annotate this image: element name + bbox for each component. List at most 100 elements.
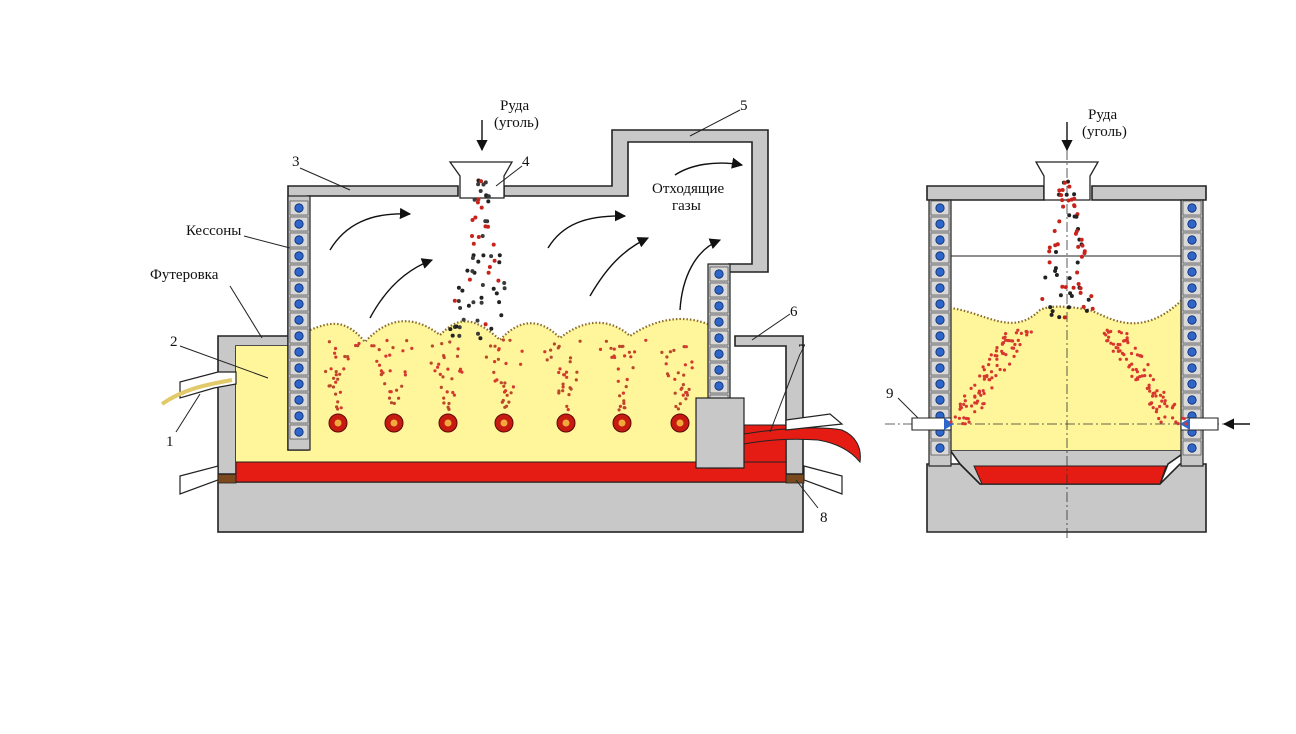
particle [1072,196,1077,201]
particle [1162,390,1166,394]
particle [483,322,488,327]
particle [1081,304,1086,309]
particle [485,219,490,224]
particle [472,197,477,202]
right-furnace [885,122,1250,540]
particle [1071,285,1076,290]
particle [665,355,669,359]
particle [995,363,999,368]
particle [520,349,524,353]
particle [994,349,999,353]
tuyere-core [618,419,626,427]
gas-arrow-2 [369,258,434,319]
particle [476,331,480,336]
caisson-cooling-dot [935,235,945,245]
particle [479,179,483,184]
particle [375,359,379,363]
particle [476,182,481,187]
particle [1076,282,1081,286]
particle [343,354,347,359]
particle [676,407,681,411]
particle [1116,342,1120,347]
particle [565,375,569,379]
particle [331,385,336,389]
particle [1066,179,1070,184]
particle [1072,192,1077,197]
particle [377,363,382,367]
particle [1052,229,1057,233]
particle [624,385,628,389]
particle [329,367,333,371]
particle [949,420,953,424]
particle [545,358,549,362]
particle [561,385,565,389]
particle [612,347,616,351]
particle [481,182,486,187]
particle [967,420,971,424]
particle [1029,330,1033,334]
tuyere-pipe-right [1180,417,1219,431]
caisson-cooling-dot [714,285,724,295]
particle [334,370,338,374]
particle [966,417,970,421]
particle [461,317,466,322]
particle [336,400,340,404]
particle [549,348,553,352]
particle [979,393,983,397]
particle [429,361,433,365]
particle [1165,404,1169,408]
particle [1074,229,1079,234]
particle [958,407,962,411]
foundation-left [217,481,804,533]
particle [497,253,502,258]
particle [684,397,688,401]
particle [389,390,393,394]
particle [438,372,442,376]
particle [1107,335,1111,339]
particle [433,369,437,373]
particle [1157,416,1161,421]
particle [495,378,499,382]
waste-gases-label-1: Отходящие [652,181,724,197]
particle [334,373,338,377]
particle [1114,346,1118,350]
particle [687,387,691,391]
roof-right [503,129,769,273]
particle [383,382,387,386]
particle [480,283,485,287]
caisson-cooling-dot [1187,363,1197,373]
particle [502,390,507,394]
particle [335,405,339,409]
particle [377,348,381,352]
particle [982,391,986,396]
particle [447,401,451,406]
particle [627,350,632,354]
particle [1122,339,1126,343]
particle [473,215,478,220]
particle [1047,245,1052,250]
particle [1148,389,1152,393]
particle [557,370,561,375]
particle [475,318,480,323]
particle [1075,260,1080,265]
particle [400,384,404,388]
particle [978,374,982,378]
particle [334,392,338,396]
particle [660,350,664,354]
caisson-cooling-dot [1187,315,1197,325]
particle [497,260,502,265]
particle [484,355,488,359]
tuyere-core [676,419,684,427]
particle [507,400,511,404]
particle [676,371,680,375]
particle [388,353,392,357]
matte-right [973,465,1167,485]
caisson-cooling-dot [294,235,304,245]
particle [327,340,331,344]
gas-arrow-4 [589,237,650,297]
caisson-cooling-dot [714,317,724,327]
particle [410,346,414,350]
caisson-cooling-dot [1187,379,1197,389]
particle [569,387,573,391]
particle [1067,305,1071,310]
